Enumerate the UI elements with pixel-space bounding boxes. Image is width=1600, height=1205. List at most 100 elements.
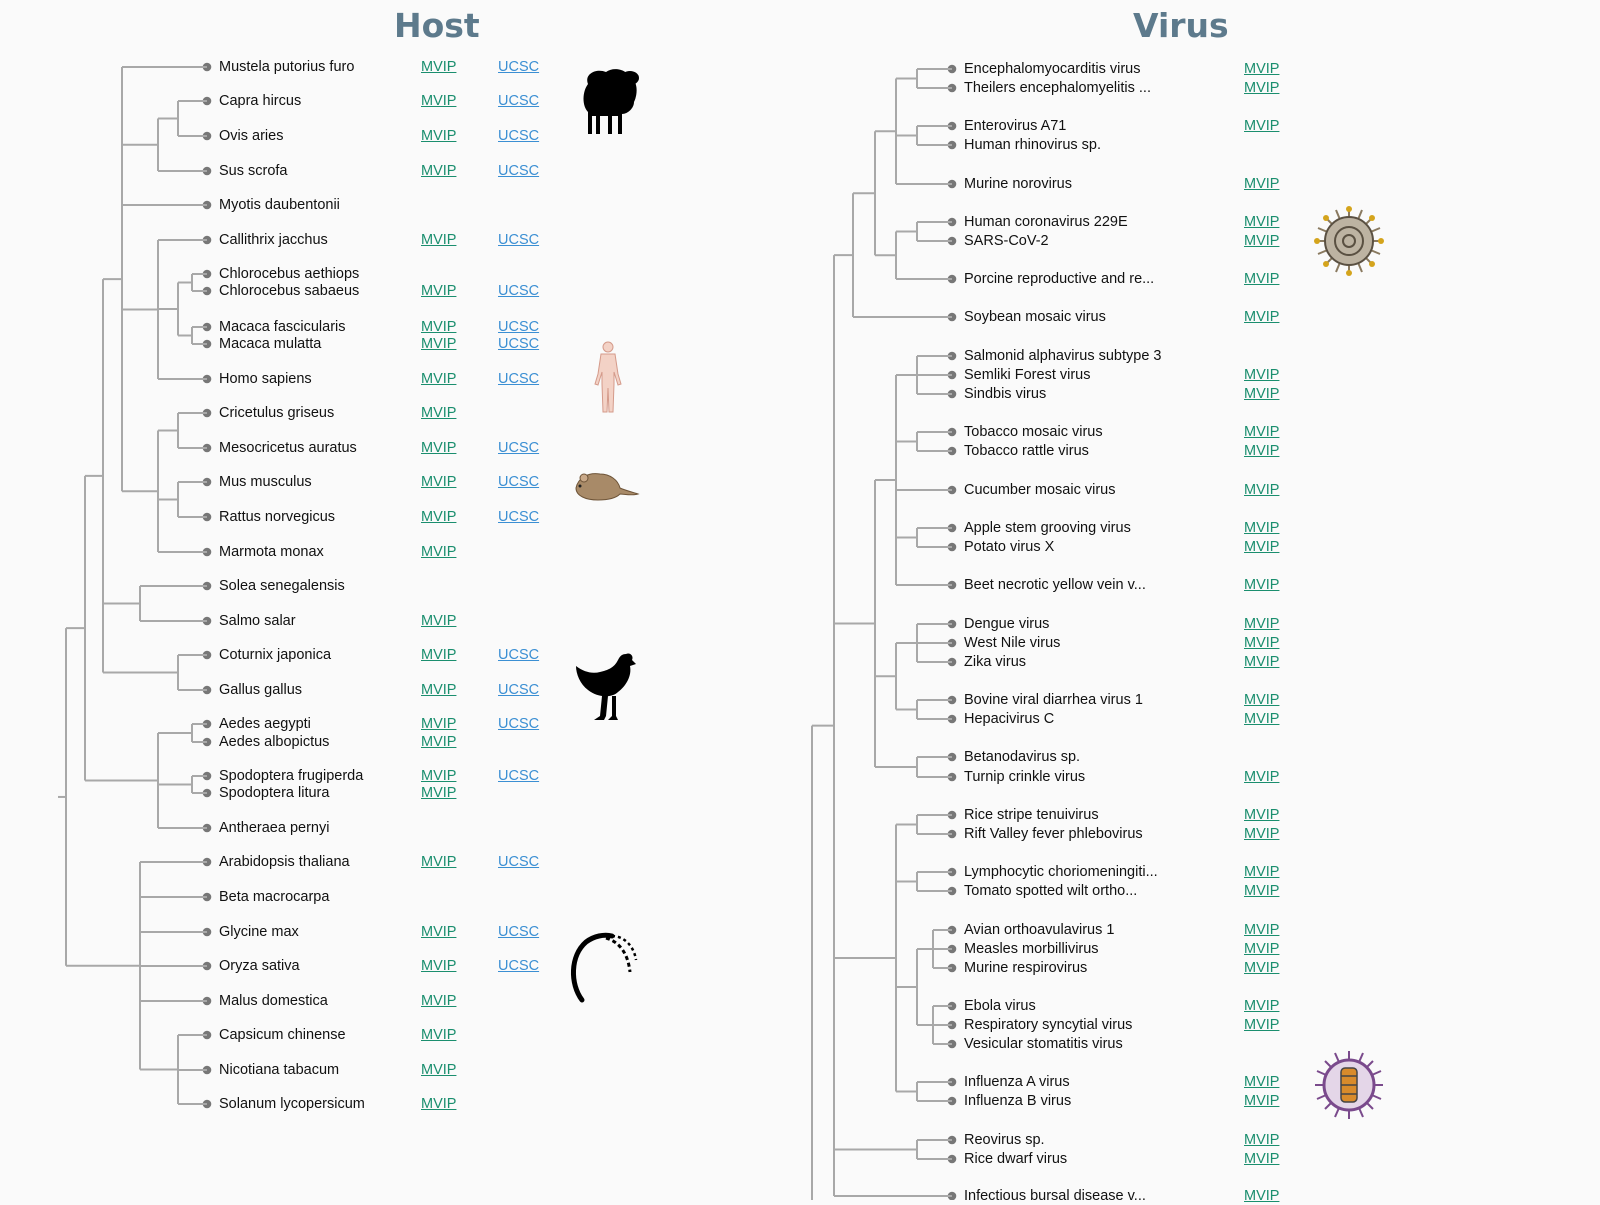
host-mvip-link[interactable]: MVIP [421, 163, 457, 179]
virus-mvip-link[interactable]: MVIP [1244, 807, 1280, 823]
host-mvip-link[interactable]: MVIP [421, 613, 457, 629]
virus-mvip-link[interactable]: MVIP [1244, 883, 1280, 899]
virus-mvip-link[interactable]: MVIP [1244, 1132, 1280, 1148]
virus-mvip-link[interactable]: MVIP [1244, 309, 1280, 325]
host-ucsc-link[interactable]: UCSC [498, 59, 540, 75]
host-ucsc-link[interactable]: UCSC [498, 768, 540, 784]
virus-mvip-link[interactable]: MVIP [1244, 826, 1280, 842]
host-ucsc-link[interactable]: UCSC [498, 958, 540, 974]
host-ucsc-link[interactable]: UCSC [498, 682, 540, 698]
host-mvip-link[interactable]: MVIP [421, 59, 457, 75]
virus-mvip-link[interactable]: MVIP [1244, 271, 1280, 287]
virus-mvip-link[interactable]: MVIP [1244, 61, 1280, 77]
host-mvip-link[interactable]: MVIP [421, 283, 457, 299]
virus-mvip-link[interactable]: MVIP [1244, 960, 1280, 976]
host-mvip-link[interactable]: MVIP [421, 1096, 457, 1112]
virus-mvip-link[interactable]: MVIP [1244, 864, 1280, 880]
virus-mvip-link[interactable]: MVIP [1244, 424, 1280, 440]
host-ucsc-link[interactable]: UCSC [498, 283, 540, 299]
virus-leaf-label: Porcine reproductive and re... [964, 271, 1155, 287]
virus-leaf-label: Rift Valley fever phlebovirus [964, 826, 1143, 842]
host-ucsc-link[interactable]: UCSC [498, 371, 540, 387]
virus-mvip-link[interactable]: MVIP [1244, 1074, 1280, 1090]
virus-mvip-link[interactable]: MVIP [1244, 1017, 1280, 1033]
host-leaf-label: Aedes aegypti [219, 716, 311, 732]
host-mvip-link[interactable]: MVIP [421, 405, 457, 421]
host-leaf-label: Capra hircus [219, 93, 302, 109]
virus-leaf-label: Beet necrotic yellow vein v... [964, 577, 1146, 593]
virus-mvip-link[interactable]: MVIP [1244, 233, 1280, 249]
host-leaf-label: Chlorocebus sabaeus [219, 283, 360, 299]
chicken-icon [576, 653, 636, 720]
virus-mvip-link[interactable]: MVIP [1244, 692, 1280, 708]
host-ucsc-link[interactable]: UCSC [498, 474, 540, 490]
host-mvip-link[interactable]: MVIP [421, 128, 457, 144]
host-leaf-label: Oryza sativa [219, 958, 300, 974]
host-ucsc-link[interactable]: UCSC [498, 440, 540, 456]
virus-leaf-label: SARS-CoV-2 [964, 233, 1049, 249]
virus-mvip-link[interactable]: MVIP [1244, 635, 1280, 651]
host-mvip-link[interactable]: MVIP [421, 93, 457, 109]
host-mvip-link[interactable]: MVIP [421, 371, 457, 387]
virus-mvip-link[interactable]: MVIP [1244, 539, 1280, 555]
virus-leaf-label: Tomato spotted wilt ortho... [964, 883, 1138, 899]
host-ucsc-link[interactable]: UCSC [498, 854, 540, 870]
host-leaf-label: Mesocricetus auratus [219, 440, 357, 456]
host-mvip-link[interactable]: MVIP [421, 1027, 457, 1043]
host-mvip-link[interactable]: MVIP [421, 336, 457, 352]
virus-mvip-link[interactable]: MVIP [1244, 80, 1280, 96]
virus-mvip-link[interactable]: MVIP [1244, 482, 1280, 498]
virus-mvip-link[interactable]: MVIP [1244, 1151, 1280, 1167]
host-ucsc-link[interactable]: UCSC [498, 93, 540, 109]
host-ucsc-link[interactable]: UCSC [498, 232, 540, 248]
virus-mvip-link[interactable]: MVIP [1244, 577, 1280, 593]
virus-leaf-label: Avian orthoavulavirus 1 [964, 922, 1115, 938]
host-mvip-link[interactable]: MVIP [421, 716, 457, 732]
virus-mvip-link[interactable]: MVIP [1244, 654, 1280, 670]
host-mvip-link[interactable]: MVIP [421, 993, 457, 1009]
virus-mvip-link[interactable]: MVIP [1244, 520, 1280, 536]
host-ucsc-link[interactable]: UCSC [498, 128, 540, 144]
host-mvip-link[interactable]: MVIP [421, 734, 457, 750]
host-mvip-link[interactable]: MVIP [421, 232, 457, 248]
virus-mvip-link[interactable]: MVIP [1244, 118, 1280, 134]
virus-mvip-link[interactable]: MVIP [1244, 176, 1280, 192]
host-mvip-link[interactable]: MVIP [421, 785, 457, 801]
host-mvip-link[interactable]: MVIP [421, 682, 457, 698]
host-mvip-link[interactable]: MVIP [421, 319, 457, 335]
host-leaf-label: Callithrix jacchus [219, 232, 328, 248]
host-ucsc-link[interactable]: UCSC [498, 336, 540, 352]
host-ucsc-link[interactable]: UCSC [498, 163, 540, 179]
virus-mvip-link[interactable]: MVIP [1244, 616, 1280, 632]
host-mvip-link[interactable]: MVIP [421, 958, 457, 974]
virus-leaf-label: Tobacco mosaic virus [964, 424, 1103, 440]
virus-mvip-link[interactable]: MVIP [1244, 769, 1280, 785]
virus-mvip-link[interactable]: MVIP [1244, 941, 1280, 957]
virus-leaf-label: Salmonid alphavirus subtype 3 [964, 348, 1162, 364]
virus-mvip-link[interactable]: MVIP [1244, 367, 1280, 383]
host-ucsc-link[interactable]: UCSC [498, 319, 540, 335]
host-mvip-link[interactable]: MVIP [421, 440, 457, 456]
host-mvip-link[interactable]: MVIP [421, 854, 457, 870]
host-mvip-link[interactable]: MVIP [421, 1062, 457, 1078]
virus-leaf-label: Bovine viral diarrhea virus 1 [964, 692, 1143, 708]
host-mvip-link[interactable]: MVIP [421, 647, 457, 663]
host-ucsc-link[interactable]: UCSC [498, 647, 540, 663]
virus-mvip-link[interactable]: MVIP [1244, 386, 1280, 402]
host-ucsc-link[interactable]: UCSC [498, 924, 540, 940]
virus-mvip-link[interactable]: MVIP [1244, 443, 1280, 459]
host-mvip-link[interactable]: MVIP [421, 924, 457, 940]
virus-mvip-link[interactable]: MVIP [1244, 1188, 1280, 1204]
host-mvip-link[interactable]: MVIP [421, 474, 457, 490]
host-ucsc-link[interactable]: UCSC [498, 716, 540, 732]
virus-mvip-link[interactable]: MVIP [1244, 711, 1280, 727]
virus-mvip-link[interactable]: MVIP [1244, 922, 1280, 938]
host-mvip-link[interactable]: MVIP [421, 544, 457, 560]
virus-mvip-link[interactable]: MVIP [1244, 998, 1280, 1014]
host-mvip-link[interactable]: MVIP [421, 768, 457, 784]
virus-mvip-link[interactable]: MVIP [1244, 1093, 1280, 1109]
host-ucsc-link[interactable]: UCSC [498, 509, 540, 525]
host-mvip-link[interactable]: MVIP [421, 509, 457, 525]
virus-mvip-link[interactable]: MVIP [1244, 214, 1280, 230]
